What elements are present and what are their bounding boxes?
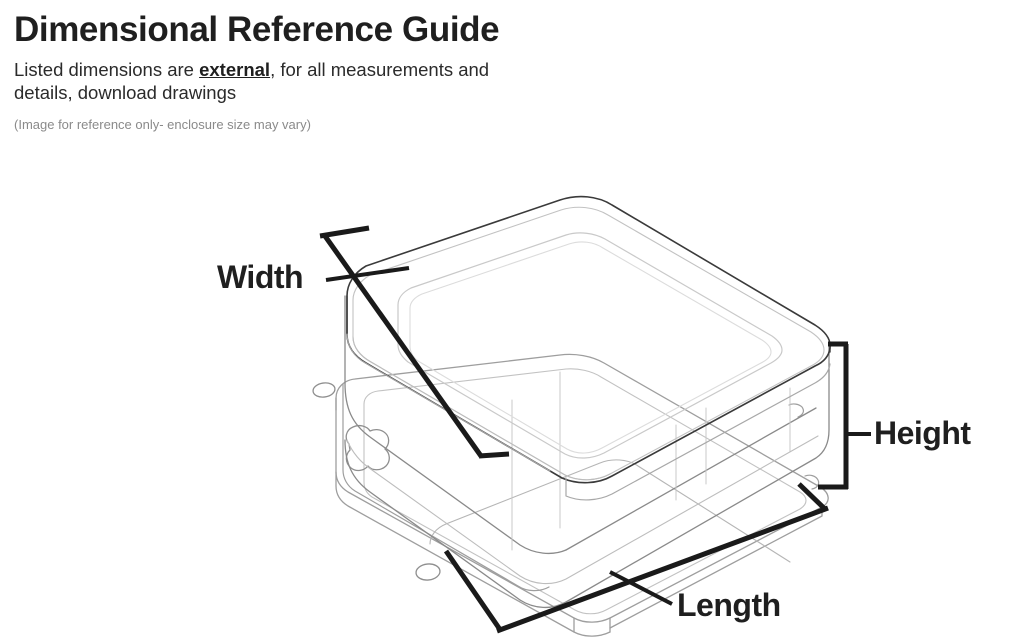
dimension-label-length: Length [677, 587, 781, 623]
mounting-hole-right [788, 403, 804, 418]
length-leader-line [609, 570, 673, 606]
subtitle-emphasis-external: external [199, 59, 271, 80]
subtitle-text-after: , for all measurements and details, down… [14, 59, 490, 103]
dimension-label-height: Height [874, 415, 971, 451]
enclosure-body [342, 295, 830, 609]
flange-inner-step [363, 368, 807, 615]
subtitle-text-before: Listed dimensions are [14, 59, 200, 80]
enclosure-lid [346, 195, 831, 501]
mounting-hole-upper [312, 382, 336, 398]
reference-note: (Image for reference only- enclosure siz… [14, 117, 311, 132]
page-title: Dimensional Reference Guide [14, 10, 500, 49]
length-dimension-line [443, 482, 829, 634]
width-leader-line [325, 266, 410, 282]
header-block: Dimensional Reference Guide Listed dimen… [14, 8, 714, 133]
dimension-label-width: Width [217, 259, 304, 295]
keyhole-slot [345, 424, 390, 472]
subtitle: Listed dimensions are external, for all … [14, 58, 514, 104]
mounting-hole-lower [415, 563, 441, 581]
height-dimension-bracket [818, 341, 849, 490]
mounting-hole-right-lower [804, 474, 820, 490]
width-dimension-line [319, 225, 510, 459]
